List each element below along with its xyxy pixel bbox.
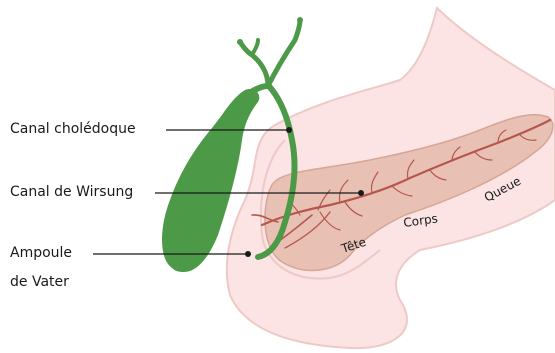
label-ampoule-line1: Ampoule: [10, 245, 72, 262]
label-canal-choledoque: Canal cholédoque: [10, 121, 136, 138]
pointer-dot-ampoule: [245, 251, 251, 257]
label-ampoule-line2: de Vater: [10, 274, 69, 291]
duct-tip-left: [237, 39, 243, 45]
pointer-dot-choledoque: [286, 127, 292, 133]
label-canal-wirsung: Canal de Wirsung: [10, 184, 133, 201]
pointer-dot-wirsung: [358, 190, 364, 196]
duct-tip-right: [297, 17, 303, 23]
